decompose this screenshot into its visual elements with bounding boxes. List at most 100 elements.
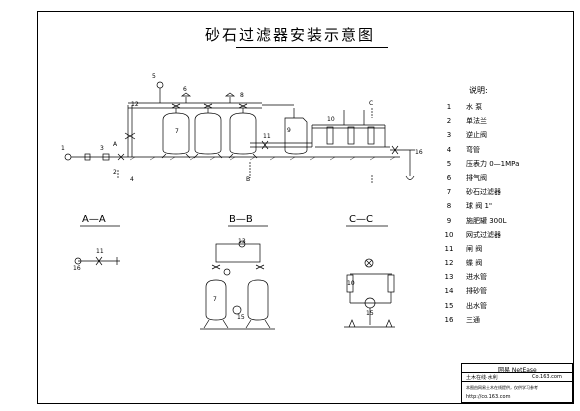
legend-number: 11 [444,244,454,253]
legend-text: 网式过滤器 [466,230,501,239]
legend-text: 排气阀 [466,173,487,182]
label-7: 7 [175,128,179,135]
label-4: 4 [130,176,134,183]
legend-number: 7 [446,188,452,197]
legend-item: 10 网式过滤器 [442,228,570,242]
section-aa-valve [95,256,103,266]
legend-number: 4 [446,145,452,154]
drawing-frame [37,11,574,404]
section-bb-filter-left [203,279,229,329]
pressure-gauge-5 [156,81,164,89]
legend-item: 4 弯管 [442,143,570,157]
exhaust-valve-1 [180,92,192,97]
legend-text: 水 泵 [466,103,483,111]
gate-valve-end [391,145,399,155]
title-underline [236,47,388,48]
sand-filter-1 [161,108,191,159]
section-aa-title: A—A [82,214,106,225]
aa-label-16: 16 [73,265,81,272]
section-cc-gauge [364,258,374,268]
legend-number: 14 [444,287,454,296]
section-bb-outlet-symbol [232,305,242,315]
mesh-filter-2 [347,126,355,145]
tb-line4: http://co.163.com [466,394,511,400]
cc-label-10: 10 [347,280,355,287]
legend-number: 1 [446,103,452,111]
legend-text: 逆止阀 [466,131,487,140]
legend-number: 13 [444,273,454,282]
label-b: B [246,176,251,183]
tb-line2: Co.163.com [532,374,562,380]
label-16: 16 [415,149,423,156]
exhaust-valve-2 [224,92,236,97]
legend-number: 12 [444,259,454,268]
butterfly-valve-2 [203,103,213,109]
legend-text: 进水管 [466,273,487,282]
aa-label-11: 11 [96,248,104,255]
label-2: 2 [113,169,117,176]
tb-line3: 本图由网易土木在线提供，仅供学习参考 [466,385,539,391]
tb-line1: 土木在线·水利 [466,375,498,381]
section-cc-title: C—C [349,214,373,225]
gate-valve-outlet [261,140,269,150]
label-5: 5 [152,73,156,80]
section-bb-filter-right [245,279,271,329]
label-a-top: A [113,141,118,148]
butterfly-valve-3 [238,103,248,109]
legend-heading: 说明: [469,86,488,95]
legend-number: 9 [446,216,452,225]
butterfly-valve-1 [171,103,181,109]
section-cc-mesh-right [387,274,395,293]
legend-item: 6 排气阀 [442,171,570,185]
mesh-filter-3 [367,126,375,145]
legend-text: 弯管 [466,145,480,154]
label-8: 8 [240,92,244,99]
ground-hatch [129,156,396,161]
sand-filter-3 [228,108,258,159]
legend-item: 12 蝶 阀 [442,256,570,270]
bb-label-7: 7 [213,296,217,303]
section-bb-inlet-loop [215,243,261,263]
legend-item: 7 砂石过滤器 [442,185,570,199]
legend-item: 2 单法兰 [442,114,570,128]
legend-text: 球 阀 1" [466,202,493,211]
gate-valve-riser [124,132,136,140]
sand-filter-2 [193,108,223,159]
legend-number: 8 [446,202,452,211]
label-12: 12 [131,101,139,108]
title-block: 网易 NetEase 土木在线·水利 Co.163.com 本图由网易土木在线提… [461,363,573,403]
legend-item: 9 施肥罐 300L [442,214,570,228]
label-6: 6 [183,86,187,93]
legend-text: 施肥罐 300L [466,216,507,225]
page-title: 砂石过滤器安装示意图 [204,26,375,44]
legend-text: 单法兰 [466,117,487,126]
tb-brand: 网易 NetEase [498,367,537,374]
mesh-filter-1 [326,126,334,145]
legend-number: 2 [446,117,452,126]
legend-item: 8 球 阀 1" [442,199,570,213]
label-11: 11 [263,133,271,140]
legend-text: 压表力 0—1MPa [466,159,520,168]
legend-item: 5 压表力 0—1MPa [442,157,570,171]
label-c: C [369,100,374,107]
legend-number: 16 [444,315,454,324]
bb-label-15: 15 [237,314,245,321]
section-bb-title: B—B [229,214,253,225]
pump-symbol [64,153,72,161]
legend-item: 13 进水管 [442,270,570,284]
cc-label-15: 15 [366,310,374,317]
legend-text: 砂石过滤器 [466,188,501,197]
legend-text: 排砂管 [466,287,487,296]
legend-number: 5 [446,159,452,168]
legend-number: 10 [444,230,454,239]
fertilizer-tank [262,104,308,155]
check-valve [117,153,125,161]
legend-number: 6 [446,173,452,182]
legend-text: 蝶 阀 [466,259,483,268]
